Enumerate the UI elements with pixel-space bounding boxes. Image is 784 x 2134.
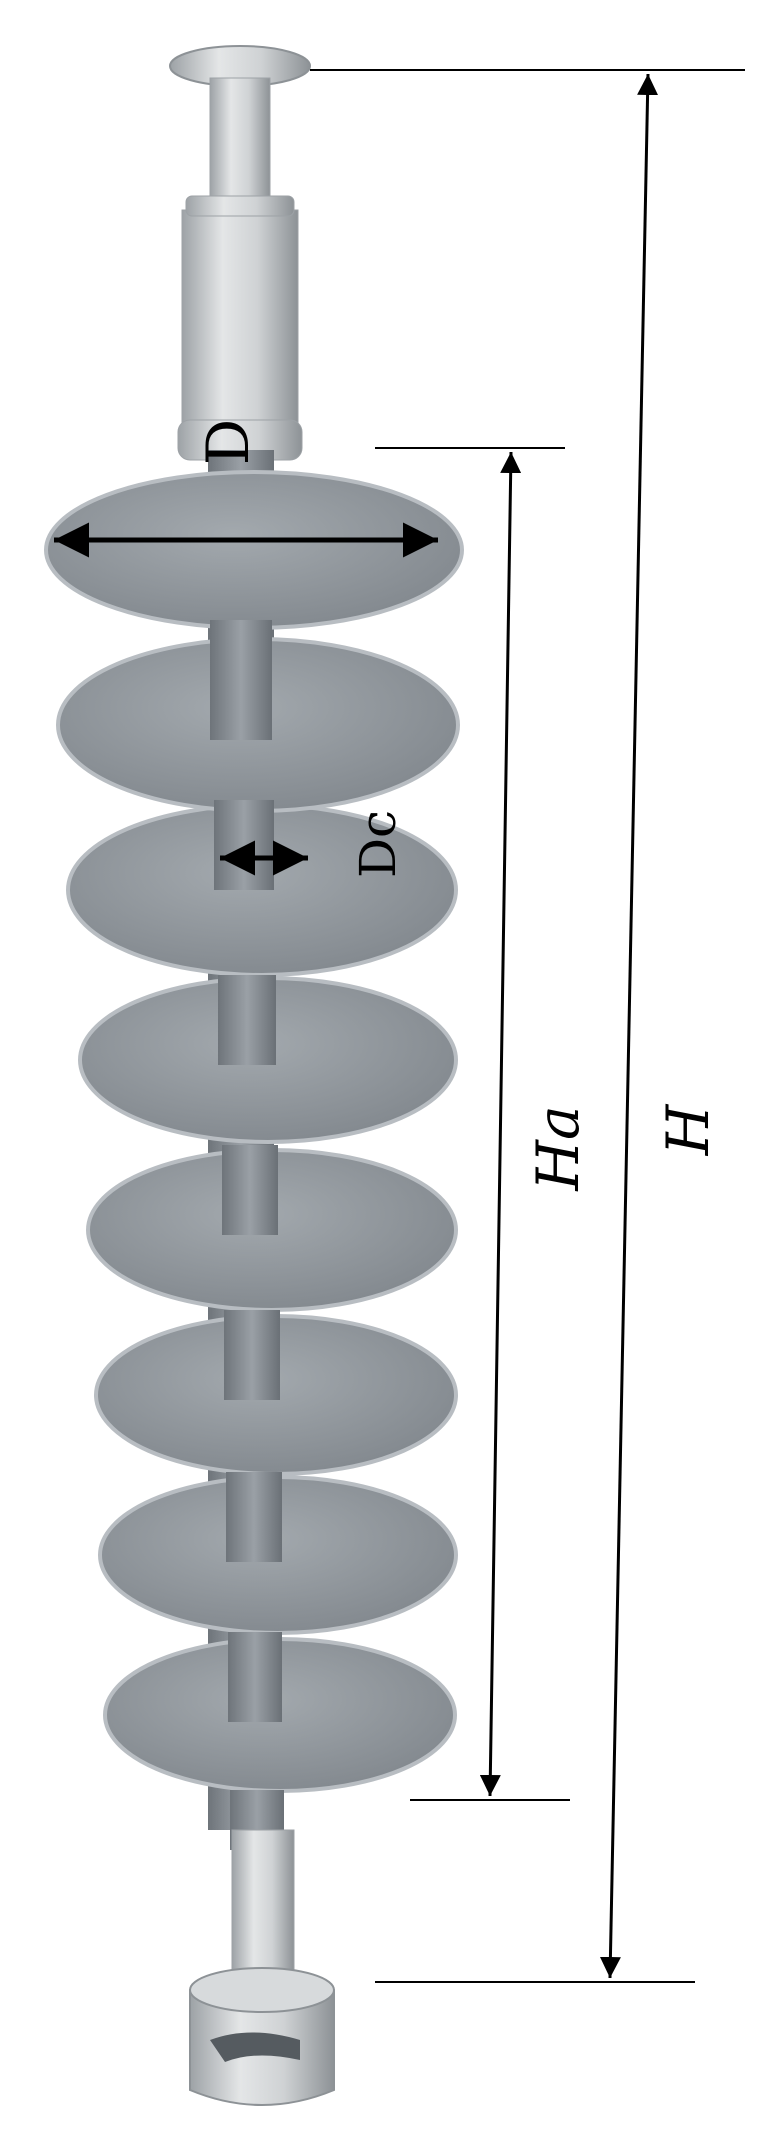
insulator	[44, 45, 464, 2106]
top-fitting-collar	[185, 195, 295, 217]
bottom-fitting-slot	[210, 2032, 300, 2062]
dim-arrow-H	[599, 73, 659, 1979]
bottom-fitting-neck	[231, 1829, 295, 1981]
dimensions	[54, 69, 745, 1983]
shed-1	[44, 470, 464, 630]
top-fitting-neck	[209, 77, 271, 199]
label-Ha: Ha	[524, 1105, 592, 1191]
label-Dc: Dc	[349, 810, 407, 878]
dim-arrow-Ha	[479, 451, 522, 1797]
label-H: H	[654, 1103, 722, 1156]
bottom-fitting-rim	[189, 1967, 335, 2013]
top-fitting-sleeve	[181, 209, 299, 441]
label-D: D	[194, 419, 262, 466]
